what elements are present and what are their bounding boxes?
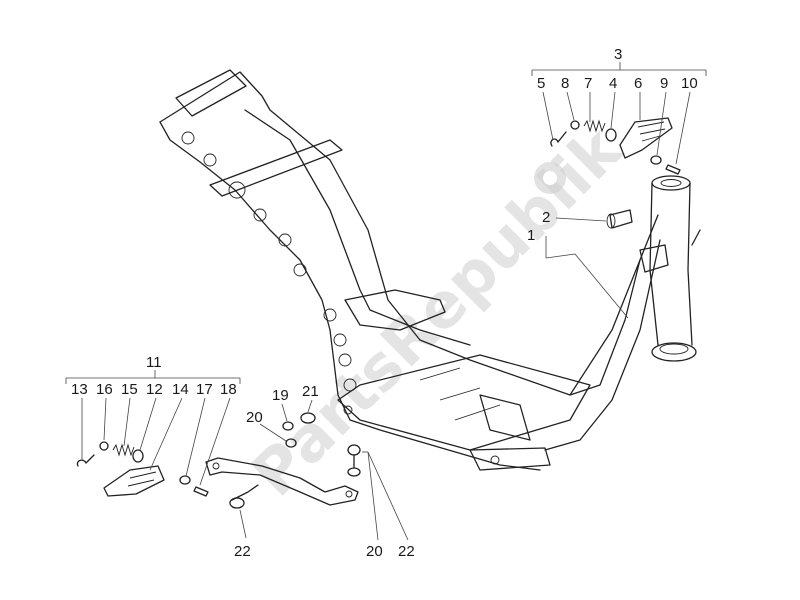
label-9: 9 (660, 75, 668, 92)
label-21: 21 (302, 383, 319, 400)
label-14: 14 (172, 381, 189, 398)
steering-head (639, 175, 701, 362)
label-5: 5 (537, 75, 545, 92)
label-13: 13 (71, 381, 88, 398)
label-16: 16 (96, 381, 113, 398)
side-stand-bracket (205, 412, 361, 509)
label-11: 11 (146, 354, 162, 371)
label-7: 7 (584, 75, 592, 92)
label-18: 18 (220, 381, 237, 398)
label-8: 8 (561, 75, 569, 92)
label-15: 15 (121, 381, 138, 398)
label-22: 22 (398, 543, 415, 560)
label-17: 17 (196, 381, 213, 398)
part-2-plug (606, 209, 633, 229)
watermark-text: PartsRepublik (238, 112, 637, 511)
label-19: 19 (272, 387, 289, 404)
label-3: 3 (614, 46, 622, 63)
label-22: 22 (234, 543, 251, 560)
main-frame (159, 69, 661, 471)
label-1: 1 (527, 227, 535, 244)
label-12: 12 (146, 381, 163, 398)
label-20: 20 (366, 543, 383, 560)
gear-icon (534, 162, 566, 194)
watermark: PartsRepublik (238, 112, 637, 511)
label-20: 20 (246, 409, 263, 426)
label-4: 4 (609, 75, 617, 92)
left-footpeg-assembly (76, 441, 209, 497)
label-6: 6 (634, 75, 642, 92)
label-10: 10 (681, 75, 698, 92)
callout-labels: 3 5 8 7 4 6 9 10 2 1 11 13 16 15 12 14 1… (71, 46, 698, 560)
label-2: 2 (542, 209, 550, 226)
right-footpeg-assembly (550, 117, 681, 175)
leader-lines (65, 62, 707, 541)
